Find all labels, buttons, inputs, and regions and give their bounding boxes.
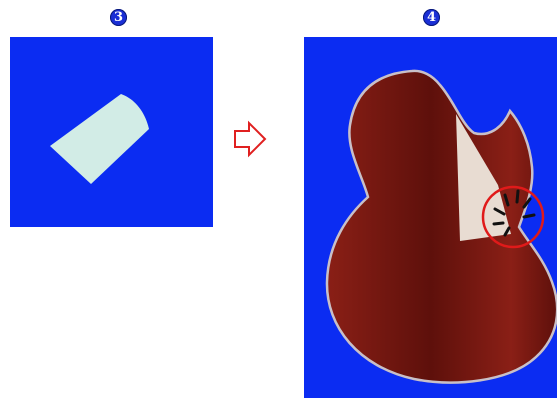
step-3-number: 3	[114, 10, 123, 25]
transition-arrow-icon	[232, 120, 268, 158]
step-3-badge: 3	[110, 9, 127, 26]
step-3-panel	[10, 37, 213, 227]
step-4-panel	[304, 37, 557, 398]
step-4-badge: 4	[423, 9, 440, 26]
step-4-number: 4	[427, 10, 436, 25]
